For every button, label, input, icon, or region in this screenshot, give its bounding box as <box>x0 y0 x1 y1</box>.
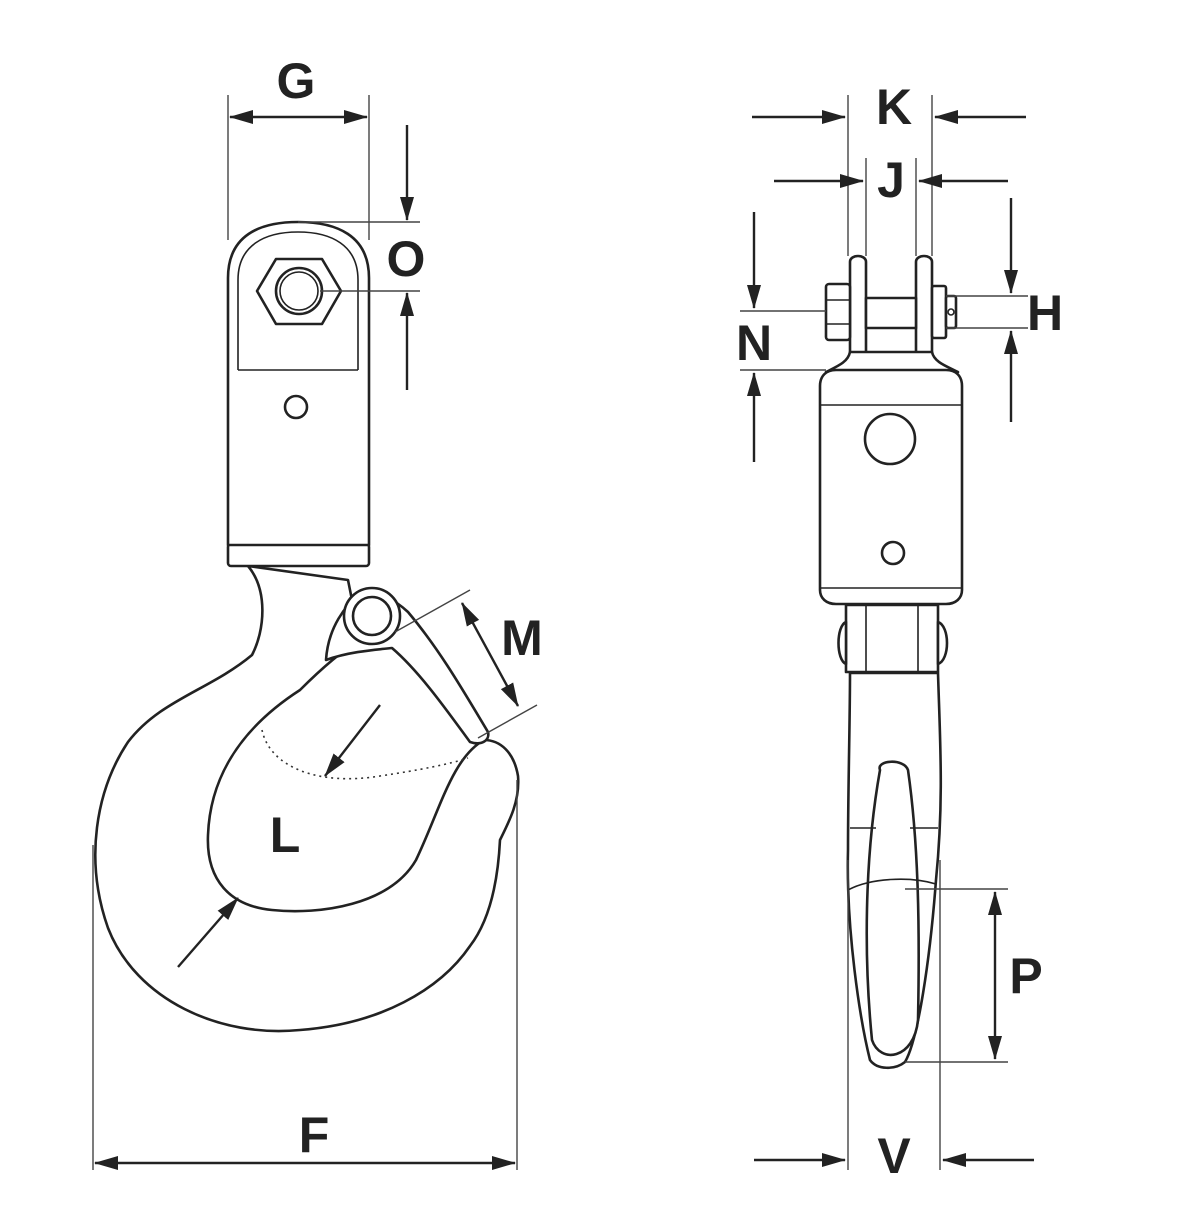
fork-prong-right <box>914 254 934 372</box>
shank-collar <box>226 542 371 568</box>
dimension-h <box>946 198 1028 422</box>
fork-prong-left <box>848 254 868 372</box>
bolt-nut-left <box>824 282 852 342</box>
dimension-f <box>92 780 518 1170</box>
shank-hole <box>283 394 309 420</box>
label-v: V <box>877 1128 911 1184</box>
label-n: N <box>736 315 772 371</box>
dimension-j <box>774 158 1008 256</box>
bearing-collar <box>844 603 940 674</box>
label-j: J <box>877 152 905 208</box>
swivel-body <box>818 368 964 606</box>
label-m: M <box>501 610 543 666</box>
hook-front-view <box>94 220 520 1033</box>
bolt-end-right <box>930 284 948 340</box>
dimension-v <box>754 860 1034 1170</box>
hook-body <box>94 564 520 1033</box>
label-f: F <box>299 1107 330 1163</box>
hook-side-slot <box>865 760 920 1057</box>
dimension-p <box>905 888 1008 1063</box>
shank-inner-outline <box>237 231 359 370</box>
label-p: P <box>1009 948 1042 1004</box>
dimension-n <box>740 212 826 462</box>
label-o: O <box>387 231 426 287</box>
body-hole-large <box>863 412 917 466</box>
dimension-m <box>394 589 538 739</box>
label-g: G <box>277 53 316 109</box>
label-l: L <box>270 807 301 863</box>
hook-side-view <box>818 254 964 1070</box>
throat-dotted-line <box>261 729 469 780</box>
dimension-g <box>227 95 370 240</box>
body-hole-small <box>880 540 906 566</box>
dimension-o <box>298 125 420 390</box>
label-k: K <box>876 79 912 135</box>
label-h: H <box>1027 285 1063 341</box>
dimension-l <box>177 704 381 968</box>
latch-pivot <box>351 595 393 637</box>
